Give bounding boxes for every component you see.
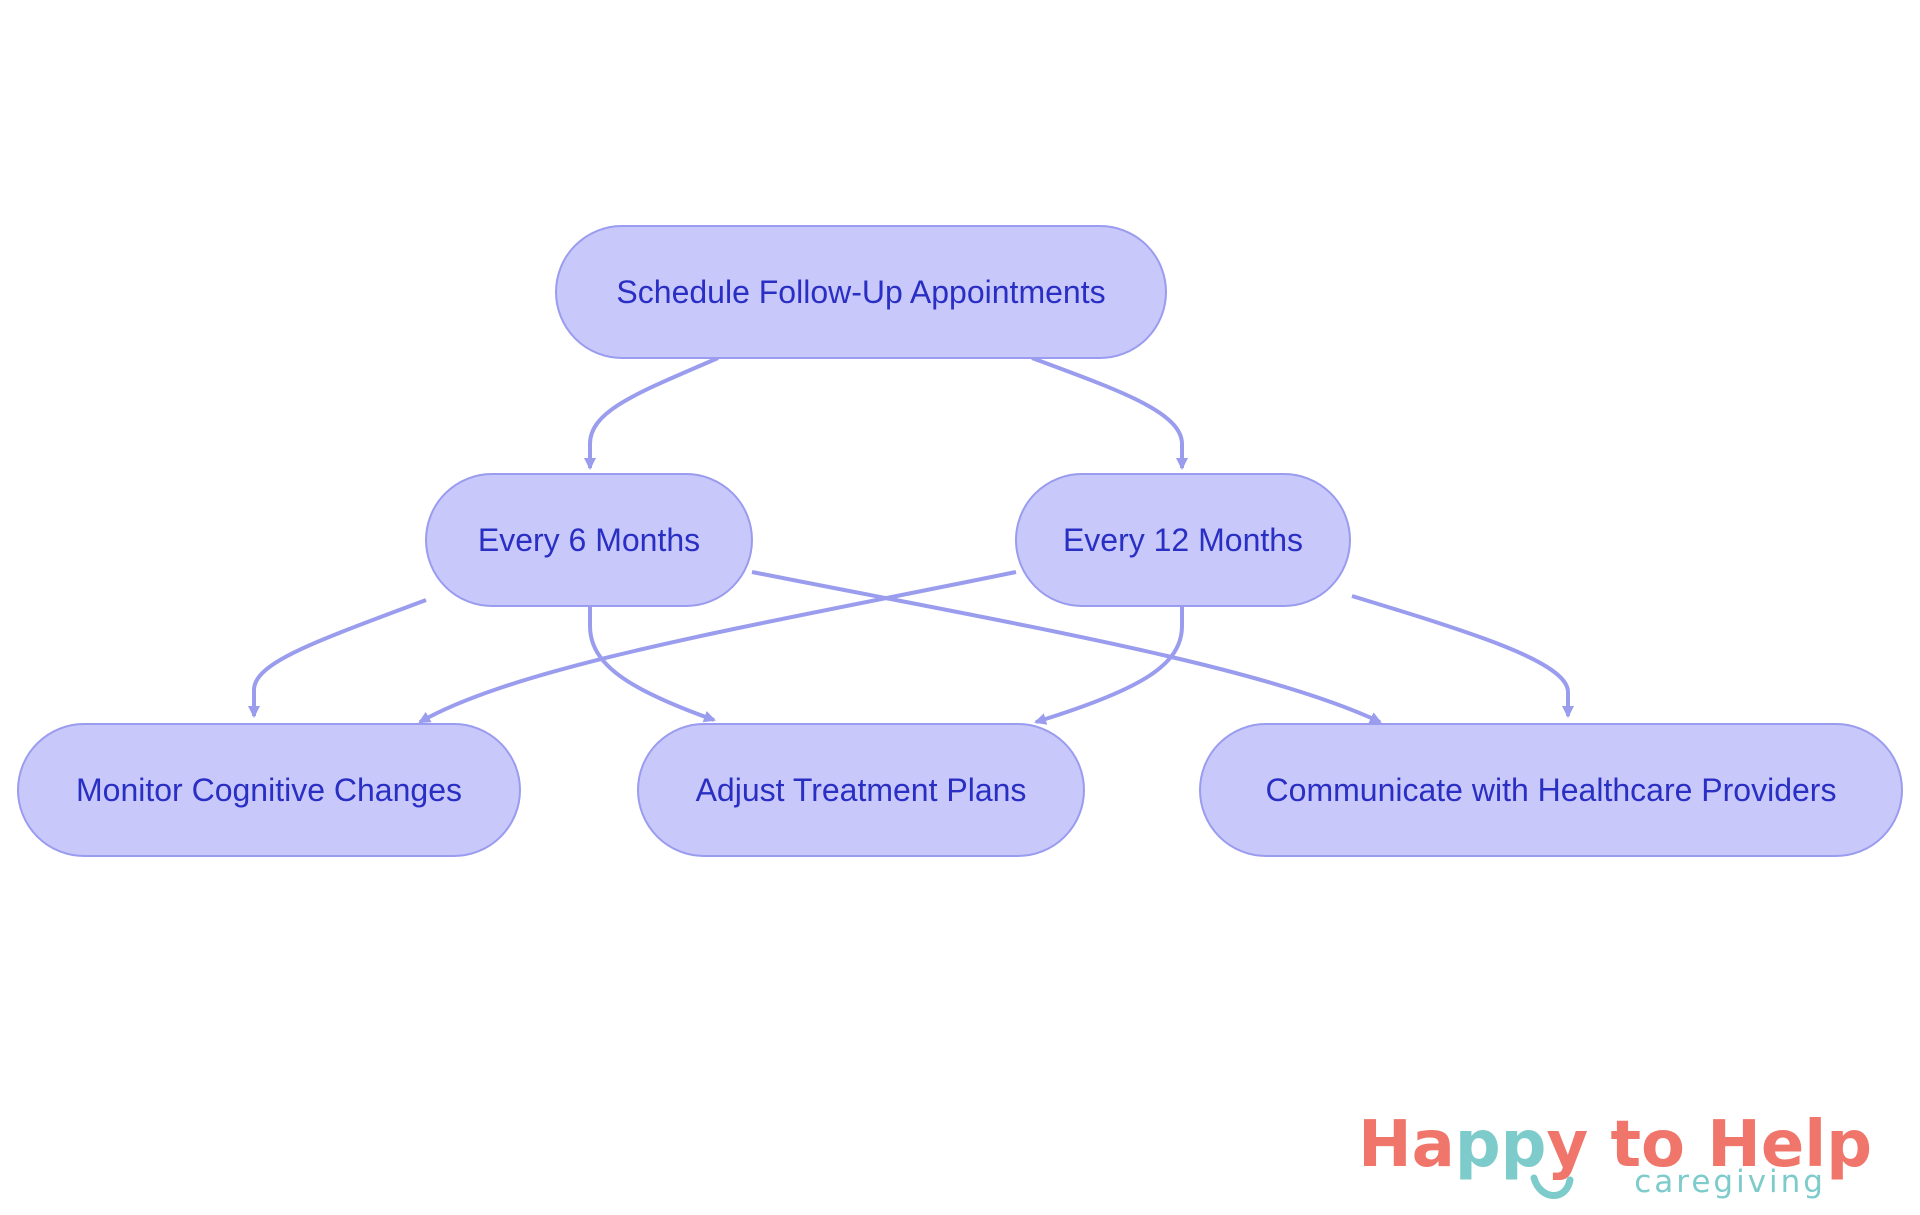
- node-label: Schedule Follow-Up Appointments: [616, 274, 1105, 310]
- node-label: Every 6 Months: [478, 522, 700, 558]
- edge-root-to-every-6-months: [584, 356, 719, 470]
- edge-every-6-months-to-adjust: [588, 606, 716, 723]
- edge-every-12-months-to-monitor: [418, 570, 1017, 724]
- nodes-layer: Schedule Follow-Up Appointments Every 6 …: [17, 225, 1903, 857]
- logo-wordmark-part: y to Help: [1546, 1108, 1872, 1182]
- edge-every-12-months-to-communicate: [1351, 594, 1574, 718]
- logo-wordmark: Happy to Help: [1358, 1108, 1872, 1182]
- node-every-12-months[interactable]: Every 12 Months: [1015, 473, 1351, 607]
- logo-smile-icon: [1530, 1174, 1574, 1199]
- node-label: Every 12 Months: [1063, 522, 1303, 558]
- node-label: Adjust Treatment Plans: [696, 772, 1027, 808]
- edge-every-6-months-to-monitor: [248, 598, 427, 718]
- node-schedule-follow-up-appointments[interactable]: Schedule Follow-Up Appointments: [555, 225, 1167, 359]
- happy-to-help-caregiving-logo: Happy to Help caregiving: [1358, 1108, 1872, 1200]
- edge-root-to-every-12-months: [1031, 356, 1188, 470]
- logo-wordmark-part: pp: [1455, 1108, 1547, 1182]
- node-monitor-cognitive-changes[interactable]: Monitor Cognitive Changes: [17, 723, 521, 857]
- node-label: Monitor Cognitive Changes: [76, 772, 462, 808]
- node-communicate-with-healthcare-providers[interactable]: Communicate with Healthcare Providers: [1199, 723, 1903, 857]
- logo-tagline: caregiving: [1634, 1164, 1826, 1200]
- edge-every-12-months-to-adjust: [1034, 606, 1184, 725]
- edge-every-6-months-to-communicate: [751, 570, 1382, 724]
- node-label: Communicate with Healthcare Providers: [1266, 772, 1837, 808]
- edges-layer: [248, 356, 1574, 725]
- node-every-6-months[interactable]: Every 6 Months: [425, 473, 753, 607]
- node-adjust-treatment-plans[interactable]: Adjust Treatment Plans: [637, 723, 1085, 857]
- logo-wordmark-part: Ha: [1358, 1108, 1455, 1182]
